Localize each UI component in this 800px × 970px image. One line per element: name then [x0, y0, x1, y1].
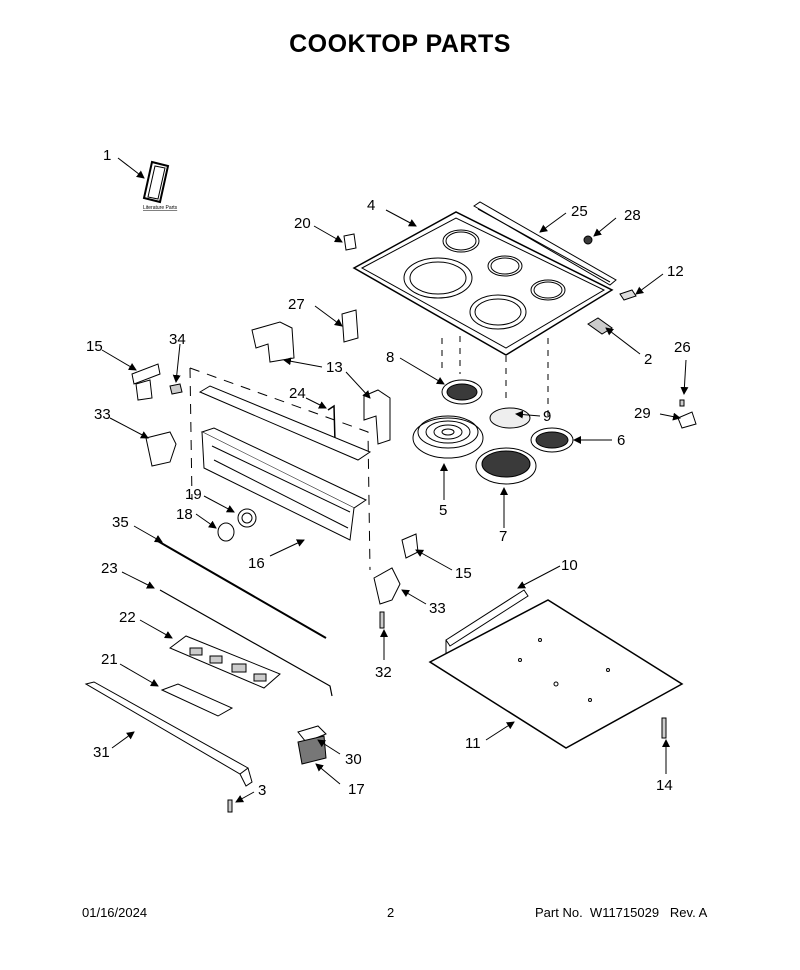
footer-page-number: 2 — [387, 905, 395, 920]
callout-29: 29 — [634, 405, 651, 422]
screw-24-part — [327, 404, 336, 443]
callout-26: 26 — [674, 339, 691, 356]
callout-33-right: 33 — [429, 600, 446, 617]
callout-11: 11 — [465, 735, 481, 752]
small-element-6-part — [530, 427, 574, 453]
control-panel-part — [198, 385, 372, 541]
small-element-8-part — [441, 379, 483, 405]
callout-22: 22 — [119, 609, 136, 626]
rod-35-part — [155, 539, 327, 639]
burner-box-part — [428, 589, 684, 749]
footer-date: 01/16/2024 — [82, 905, 148, 920]
callout-15-left: 15 — [86, 338, 103, 355]
callout-28: 28 — [624, 207, 641, 224]
screw-14-part — [661, 717, 667, 739]
callout-13: 13 — [326, 359, 343, 376]
callout-2: 2 — [644, 351, 652, 368]
callout-7: 7 — [499, 528, 507, 545]
knob-19-part — [237, 508, 257, 528]
bracket-15-part — [401, 533, 419, 559]
callout-30: 30 — [345, 751, 362, 768]
footer-part-number: Part No. W11715029 Rev. A — [535, 905, 707, 920]
callout-35: 35 — [112, 514, 129, 531]
radiant-element-5-part — [412, 415, 484, 459]
ground-wire-29-part — [677, 411, 697, 429]
callout-32: 32 — [375, 664, 392, 681]
bracket-33-right-part — [373, 567, 401, 605]
callout-5: 5 — [439, 502, 447, 519]
callout-20: 20 — [294, 215, 311, 232]
bracket-33-part — [145, 431, 177, 467]
callout-9: 9 — [543, 408, 551, 425]
cooktop-glass-part — [352, 211, 614, 356]
callout-23: 23 — [101, 560, 118, 577]
rear-trim-part — [473, 201, 617, 286]
terminal-block-part — [587, 317, 613, 335]
callout-17: 17 — [348, 781, 365, 798]
callout-21: 21 — [101, 651, 118, 668]
control-housing-outline — [189, 367, 371, 571]
page-title: COOKTOP PARTS — [289, 30, 511, 58]
screw-3-part — [227, 799, 233, 813]
callout-18: 18 — [176, 506, 193, 523]
part-no-label: Part No. — [535, 905, 583, 920]
bracket-27-part — [341, 309, 359, 343]
board-bracket-21-part — [160, 683, 234, 717]
callout-15-right: 15 — [455, 565, 472, 582]
part-no-value: W11715029 — [589, 905, 660, 920]
callout-4: 4 — [367, 197, 375, 214]
callout-16: 16 — [248, 555, 265, 572]
shield-9-part — [489, 407, 531, 429]
callout-14: 14 — [656, 777, 673, 794]
literature-parts-label: Literature Parts — [143, 205, 178, 211]
callout-3: 3 — [258, 782, 266, 799]
knob-18-part — [217, 522, 235, 542]
callout-12: 12 — [667, 263, 684, 280]
callout-19: 19 — [185, 486, 202, 503]
screw-34-part — [169, 383, 183, 395]
screw-26-part — [679, 399, 685, 407]
connector-part — [619, 289, 637, 301]
callout-31: 31 — [93, 744, 110, 761]
callout-6: 6 — [617, 432, 625, 449]
callout-25: 25 — [571, 203, 588, 220]
callout-27: 27 — [288, 296, 305, 313]
front-trim-31-part — [84, 681, 253, 787]
switch-assembly-15-part — [131, 363, 161, 401]
revision: Rev. A — [669, 905, 708, 920]
callout-24: 24 — [289, 385, 306, 402]
callout-8: 8 — [386, 349, 394, 366]
small-clip-part — [343, 233, 357, 251]
switch-17-part — [297, 725, 327, 765]
callout-34: 34 — [169, 331, 186, 348]
control-board-22-part — [169, 635, 281, 689]
callout-1: 1 — [103, 147, 111, 164]
element-7-part — [475, 447, 537, 485]
bracket-13-part — [251, 321, 295, 363]
screw-32-part — [379, 611, 385, 629]
nut-part — [583, 235, 593, 245]
callout-33-left: 33 — [94, 406, 111, 423]
callout-10: 10 — [561, 557, 578, 574]
literature-booklet-part — [142, 160, 170, 204]
wire-harness-23-part — [159, 589, 333, 697]
